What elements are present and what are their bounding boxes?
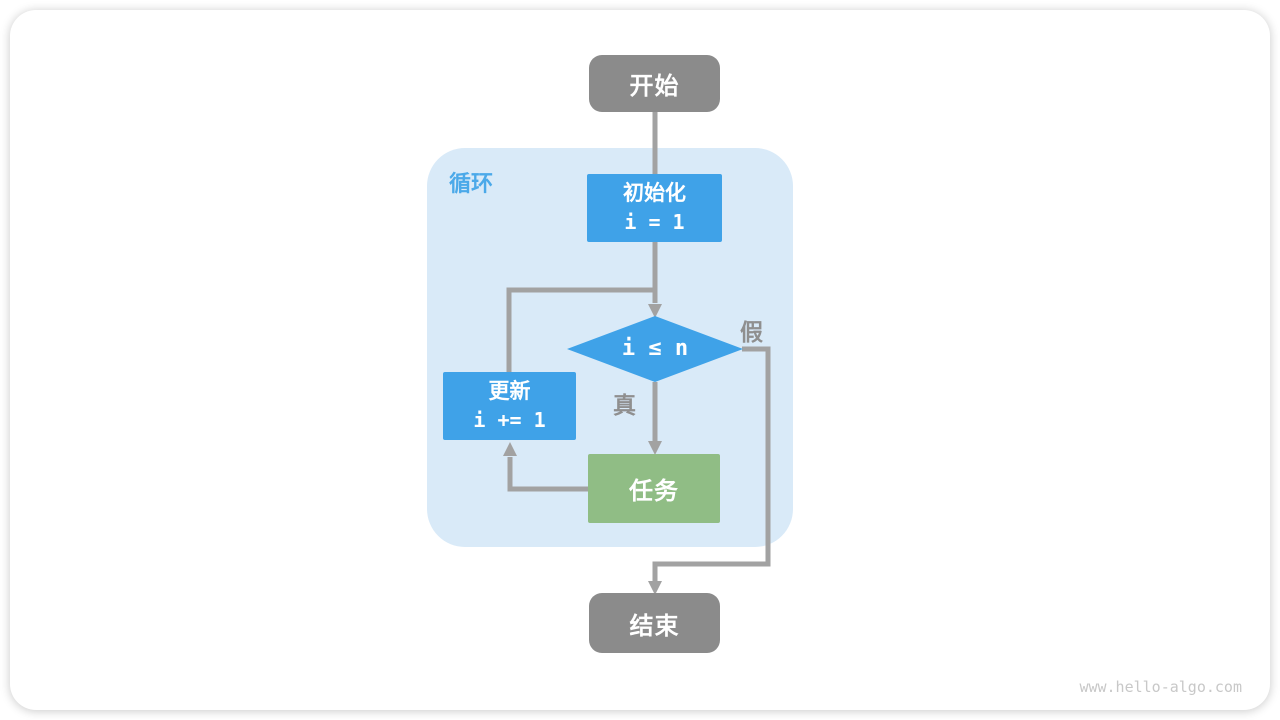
node-init: 初始化 i = 1 [587, 174, 722, 242]
edge-label-false: 假 [740, 319, 763, 345]
edges-layer [503, 110, 771, 595]
node-task-label: 任务 [629, 478, 679, 505]
node-update-title: 更新 [488, 380, 531, 403]
loop-label: 循环 [449, 171, 494, 196]
node-end: 结束 [589, 593, 720, 653]
edge-condition-to-end [652, 346, 771, 581]
flowchart-card: 循环 开始 初始化 i = 1 i ≤ n 真 假 更新 i += 1 任务 [10, 10, 1270, 710]
condition-diamond [567, 316, 743, 382]
arrowhead-into-condition [648, 304, 662, 318]
node-init-code: i = 1 [624, 210, 685, 234]
edge-update-to-junction [506, 287, 657, 373]
arrowhead-into-update [503, 442, 517, 456]
node-start-label: 开始 [629, 73, 680, 100]
node-condition-label: i ≤ n [621, 336, 689, 361]
node-task: 任务 [588, 454, 720, 523]
node-update-code: i += 1 [473, 408, 546, 432]
node-start: 开始 [589, 55, 720, 112]
edge-task-to-update [507, 457, 590, 492]
node-end-label: 结束 [629, 612, 680, 640]
node-update: 更新 i += 1 [443, 372, 576, 440]
arrowhead-into-end [648, 581, 662, 595]
node-init-title: 初始化 [623, 182, 686, 205]
edge-label-true: 真 [613, 392, 636, 418]
arrowhead-into-task [648, 441, 662, 455]
watermark: www.hello-algo.com [1079, 678, 1242, 696]
